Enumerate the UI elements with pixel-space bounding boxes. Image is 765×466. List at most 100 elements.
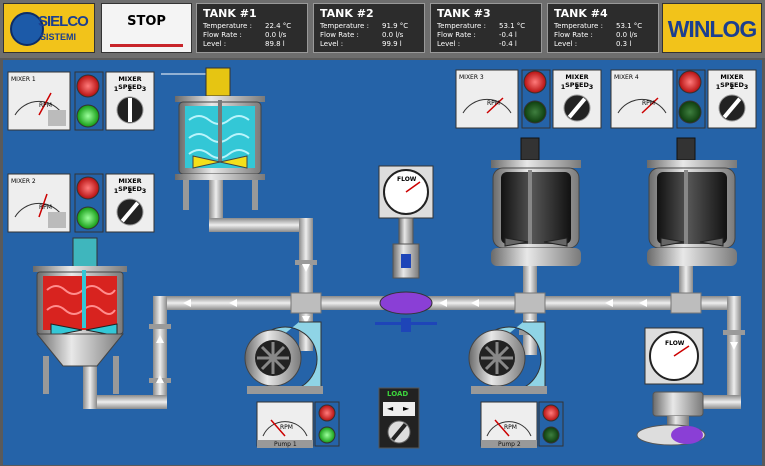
mixer-1-speed-3[interactable]: 3 [141,85,147,93]
mixer-2-gauge-unit: RPM [39,204,52,211]
mixer-4-speed-title: MIXER SPEED [720,73,744,89]
mixer-2-stop-lamp[interactable] [76,176,100,200]
flow-value: -0.4 l [499,31,517,39]
pump-2-run-lamp[interactable] [542,426,560,444]
temperature-value: 53.1 °C [499,22,526,30]
mixer-3-speed-title: MIXER SPEED [565,73,589,89]
level-label: Level : [554,40,578,48]
load-selector[interactable] [383,402,415,416]
red-mixing-tank [33,237,127,394]
mixer-4-gauge-label: MIXER 4 [614,74,639,81]
mixer-4-run-lamp[interactable] [678,100,702,124]
logo-globe-icon [10,12,44,46]
flow-value: 0.0 l/s [265,31,287,39]
level-value: -0.4 l [499,40,517,48]
flow-label: Flow Rate : [203,31,242,39]
temperature-label: Temperature : [320,22,369,30]
mixer-1-speed-2[interactable]: 2 [127,85,133,93]
mixer-2-speed-2[interactable]: 2 [127,187,133,195]
tank-3-info: TANK #3 Temperature : 53.1 °C Flow Rate :… [430,3,542,53]
tank-title: TANK #4 [554,7,608,20]
level-label: Level : [437,40,461,48]
tank-2-info: TANK #2 Temperature : 91.9 °C Flow Rate :… [313,3,425,53]
mixer-4-speed-1[interactable]: 1 [715,83,721,91]
tank-3-vessel [491,137,581,266]
mixer-2-speed-3[interactable]: 3 [141,187,147,195]
temperature-label: Temperature : [554,22,603,30]
stop-button[interactable]: STOP [101,3,192,53]
sielco-logo: SIELCO SISTEMI [3,3,95,53]
mixer-3-run-lamp[interactable] [523,100,547,124]
flow-label: Flow Rate : [437,31,476,39]
level-label: Level : [320,40,344,48]
flow-value: 0.0 l/s [616,31,638,39]
tank-title: TANK #1 [203,7,257,20]
mixer-4-gauge-unit: RPM [642,100,655,107]
mixer-1-gauge-unit: RPM [39,102,52,109]
pipe-network [83,180,745,409]
process-diagram [7,67,757,449]
temperature-value: 91.9 °C [382,22,409,30]
center-flowmeter-valve [375,165,437,332]
mixer-4-controls [610,69,757,129]
pump-1-gauge-unit: RPM [280,424,293,431]
mixer-3-speed-3[interactable]: 3 [588,83,594,91]
right-flowmeter-valve [636,327,706,446]
tank-4-vessel [647,137,737,266]
mixer-1-speed-title: MIXER SPEED [118,75,142,91]
mixer-2-speed-1[interactable]: 1 [113,187,119,195]
right-flow-label: FLOW [665,340,685,347]
temperature-label: Temperature : [437,22,486,30]
tank-4-info: TANK #4 Temperature : 53.1 °C Flow Rate :… [547,3,659,53]
temperature-value: 22.4 °C [265,22,292,30]
load-left-arrow[interactable]: ◄ [387,404,394,413]
mixer-1-stop-lamp[interactable] [76,74,100,98]
mixer-1-run-lamp[interactable] [76,104,100,128]
mixer-3-stop-lamp[interactable] [523,70,547,94]
mixer-2-speed-title: MIXER SPEED [118,177,142,193]
cyan-mixing-tank [161,67,265,210]
pump-2-controls [480,401,564,448]
mixer-3-gauge-label: MIXER 3 [459,74,484,81]
mixer-2-controls [7,173,155,233]
mixer-3-speed-1[interactable]: 1 [560,83,566,91]
level-value: 0.3 l [616,40,632,48]
header-bar: SIELCO SISTEMI STOP TANK #1 Temperature … [0,0,765,58]
temperature-value: 53.1 °C [616,22,643,30]
pump-2-label: Pump 2 [498,441,521,448]
mixer-1-speed-1[interactable]: 1 [113,85,119,93]
stop-button-label: STOP [127,14,166,29]
process-panel: MIXER 1 RPM MIXER SPEED 1 2 3 MIXER 2 RP… [3,60,762,465]
mixer-4-speed-3[interactable]: 3 [743,83,749,91]
logo-text-line2: SISTEMI [40,32,77,42]
tank-title: TANK #3 [437,7,491,20]
mixer-4-stop-lamp[interactable] [678,70,702,94]
load-right-arrow[interactable]: ► [403,404,410,413]
mixer-1-gauge-label: MIXER 1 [11,76,36,83]
mixer-1-controls [7,71,155,131]
mixer-4-speed-2[interactable]: 2 [729,83,735,91]
pump-2 [468,321,547,394]
flow-value: 0.0 l/s [382,31,404,39]
flow-label: Flow Rate : [320,31,359,39]
temperature-label: Temperature : [203,22,252,30]
center-flow-label: FLOW [397,176,417,183]
flow-label: Flow Rate : [554,31,593,39]
mixer-3-controls [455,69,602,129]
mixer-2-gauge-label: MIXER 2 [11,178,36,185]
load-label: LOAD [387,390,409,398]
mixer-2-run-lamp[interactable] [76,206,100,230]
tank-title: TANK #2 [320,7,374,20]
tank-1-info: TANK #1 Temperature : 22.4 °C Flow Rate :… [196,3,308,53]
mixer-3-speed-2[interactable]: 2 [574,83,580,91]
level-label: Level : [203,40,227,48]
pump-1-stop-lamp[interactable] [318,404,336,422]
winlog-brand: WINLOG [662,3,762,53]
level-value: 89.8 l [265,40,285,48]
pump-1 [244,321,323,394]
pump-1-controls [256,401,340,448]
pump-2-stop-lamp[interactable] [542,404,560,422]
pump-2-gauge-unit: RPM [504,424,517,431]
stop-indicator-bar [110,44,183,47]
pump-1-run-lamp[interactable] [318,426,336,444]
